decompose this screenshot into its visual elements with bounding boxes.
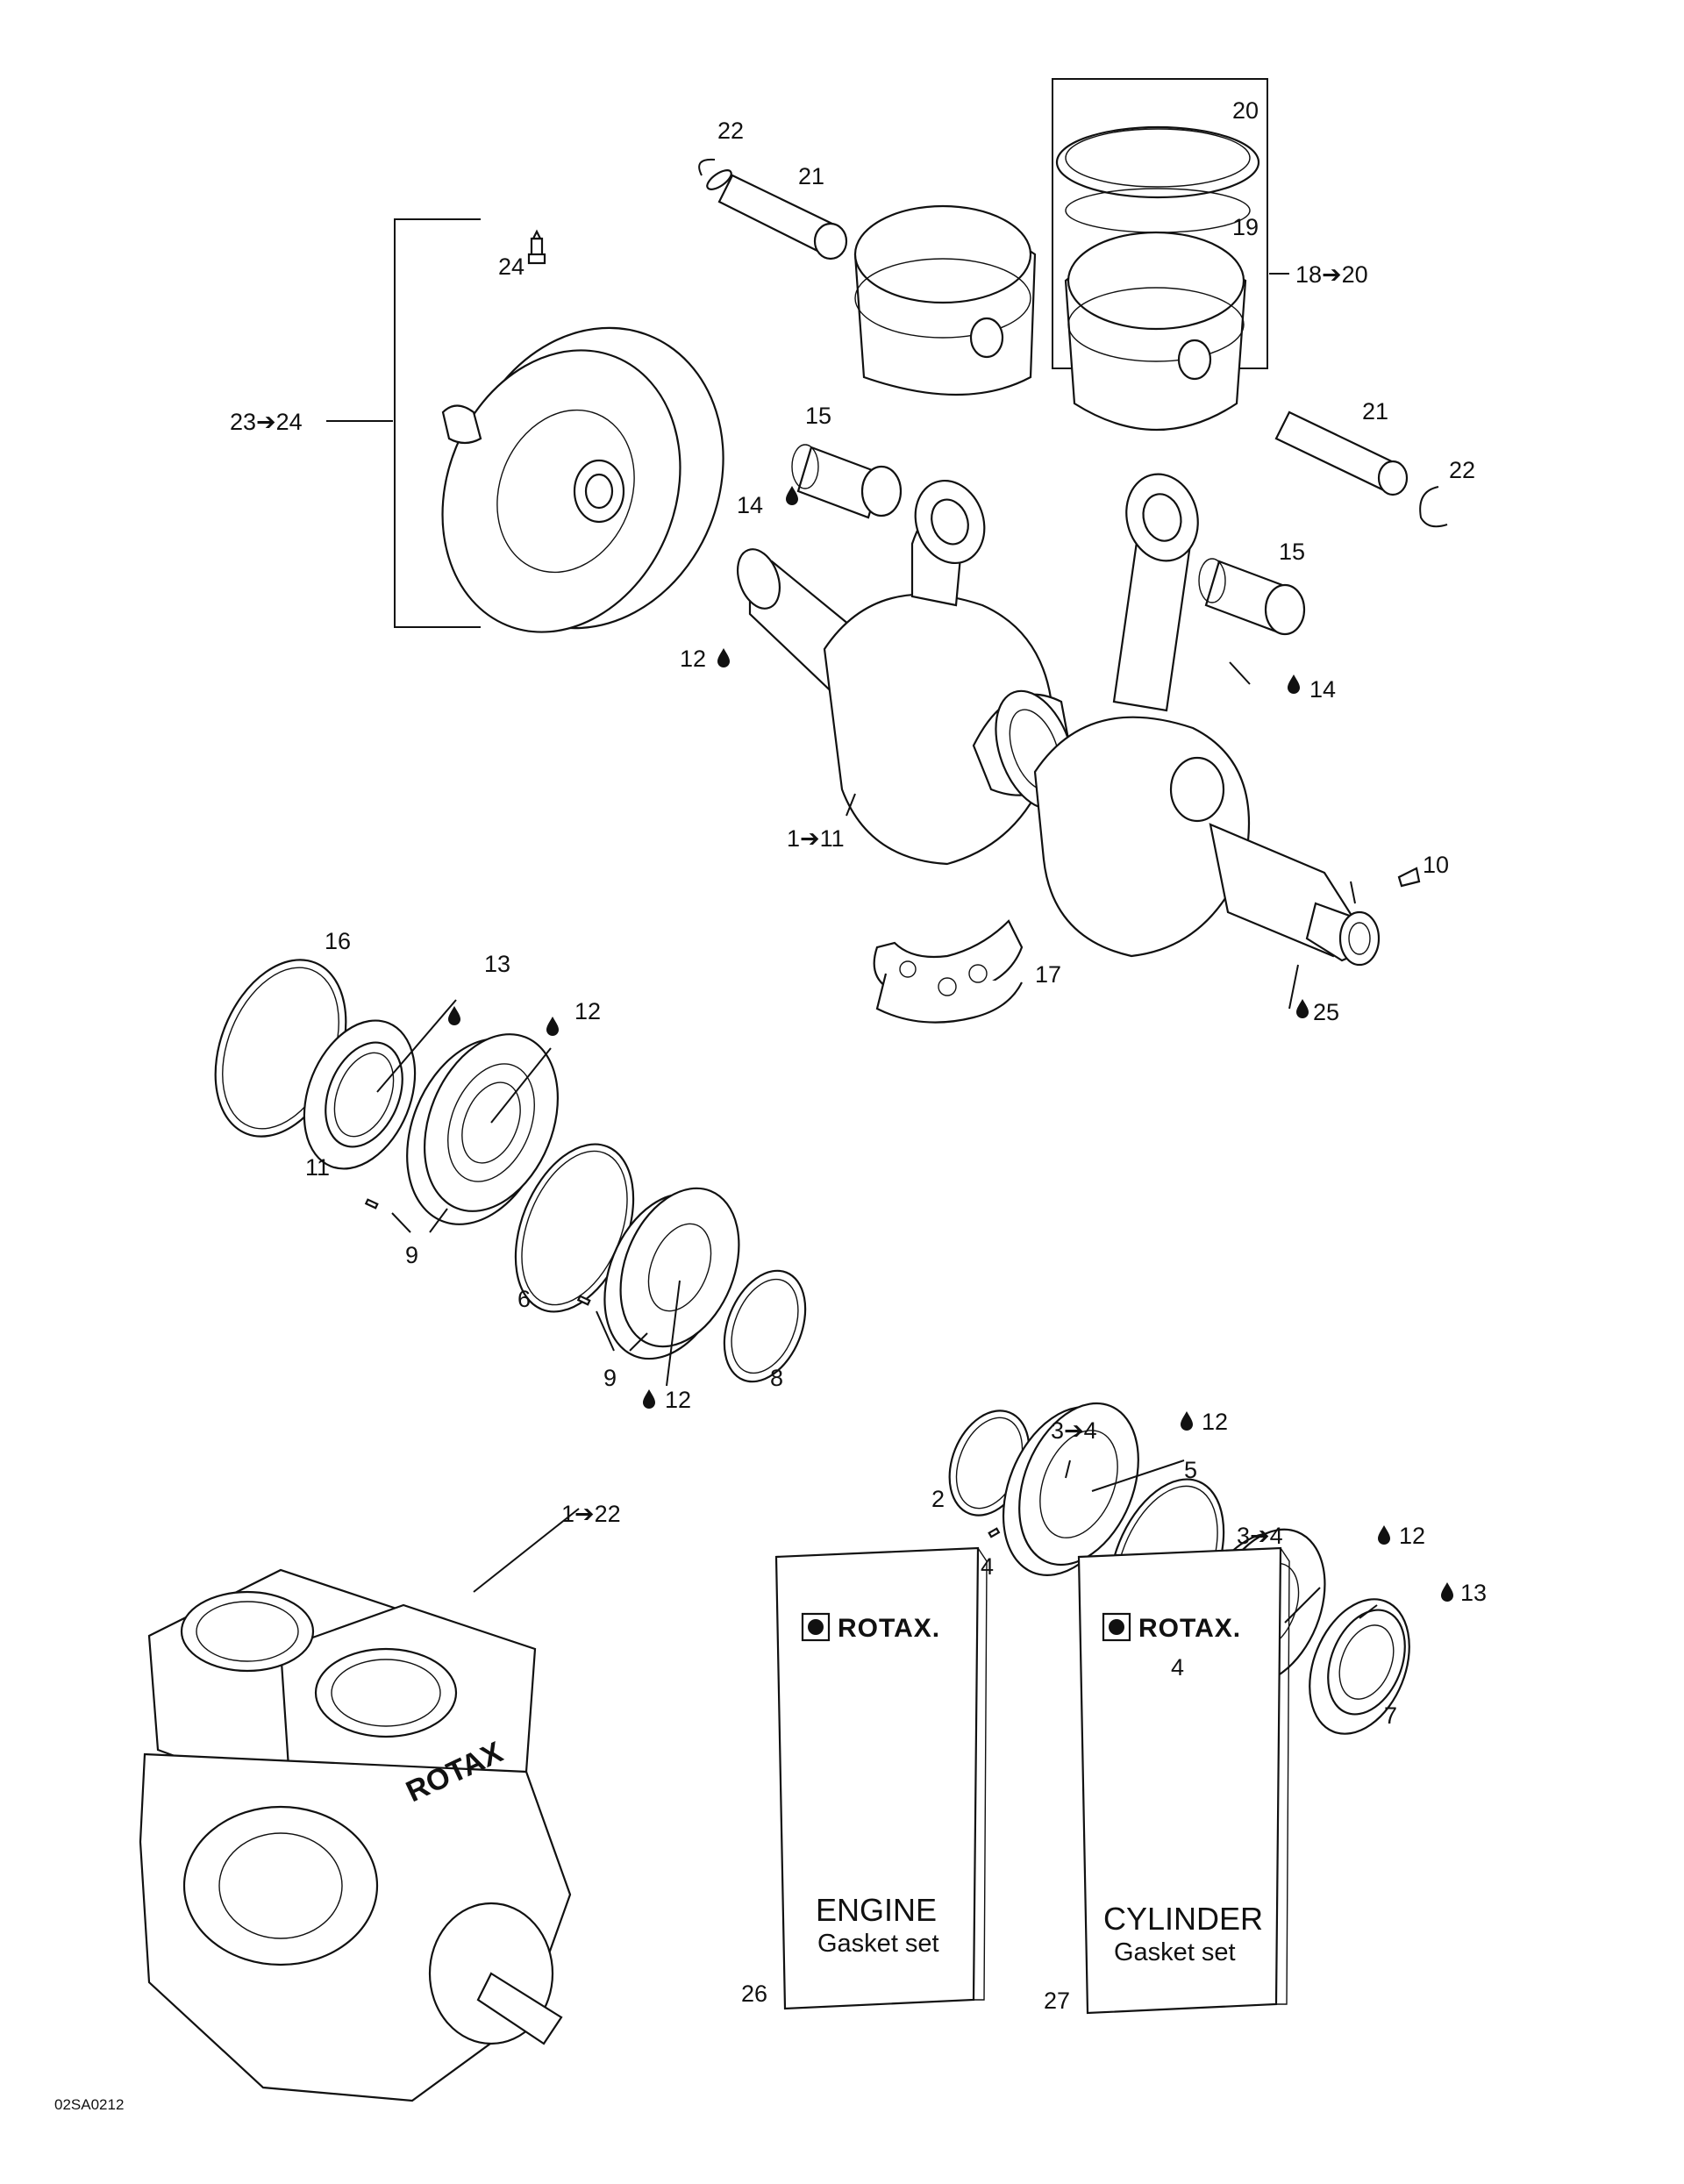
callout-label: 25 <box>1313 999 1339 1025</box>
needle-bearing-15b <box>1198 558 1306 636</box>
callout-label: 4 <box>1171 1654 1184 1681</box>
bearing-3-4a <box>1002 1402 1139 1576</box>
package-subtitle: Gasket set <box>817 1930 939 1958</box>
oil-drop-icon <box>1296 999 1309 1018</box>
ball-bearing-12b <box>603 1187 740 1360</box>
callout-label: 18➔20 <box>1295 261 1368 288</box>
callout-label: 11 <box>305 1154 330 1181</box>
oil-drop-icon <box>643 1389 655 1409</box>
callout-label: 9 <box>603 1365 617 1391</box>
callout-label: 3➔4 <box>1237 1523 1283 1549</box>
distance-ring-8 <box>723 1269 807 1383</box>
callout-label: 12 <box>665 1387 691 1413</box>
oil-seal-7 <box>1309 1598 1410 1735</box>
oil-seal-11 <box>303 1019 417 1170</box>
package-brand: ROTAX. <box>838 1614 940 1643</box>
oil-drop-icon <box>786 486 798 505</box>
package-title: CYLINDER <box>1103 1901 1263 1937</box>
package-text-engine: ROTAX. ENGINE Gasket set <box>816 1614 940 1958</box>
callout-label: 20 <box>1232 97 1259 124</box>
piston-kit-box <box>1052 78 1289 431</box>
callout-label: 12 <box>1399 1523 1425 1549</box>
callout-label: 5 <box>1184 1457 1197 1483</box>
callout-label: 19 <box>1232 214 1259 240</box>
figure-code: 02SA0212 <box>54 2096 124 2113</box>
oil-drop-icon <box>1181 1411 1193 1431</box>
piston-pin-21b <box>1274 410 1409 496</box>
callout-label: 21 <box>1362 398 1388 425</box>
callout-label: 13 <box>484 951 510 977</box>
callout-label: 6 <box>517 1286 531 1312</box>
callout-label: 17 <box>1035 961 1061 988</box>
callout-label: 1➔22 <box>561 1501 621 1527</box>
rotax-gear-icon <box>808 1619 824 1635</box>
callout-label: 23➔24 <box>230 409 303 435</box>
key-10 <box>1397 867 1421 888</box>
callout-label: 27 <box>1044 1988 1070 2014</box>
package-brand: ROTAX. <box>1138 1614 1241 1643</box>
needle-bearing-15a <box>791 444 903 519</box>
engine-assembly: ROTAX <box>139 1568 572 2102</box>
callout-label: 10 <box>1423 852 1449 878</box>
callout-label: 1➔11 <box>787 825 845 852</box>
callout-label: 3➔4 <box>1051 1417 1097 1444</box>
callout-label: 24 <box>498 253 524 280</box>
circlip-22a <box>698 158 716 176</box>
callout-label: 22 <box>717 118 744 144</box>
leader-lines <box>376 661 1378 1624</box>
package-subtitle: Gasket set <box>1114 1938 1236 1966</box>
callout-label: 2 <box>931 1486 945 1512</box>
callout-label: 14 <box>737 492 763 518</box>
callout-label: 12 <box>1202 1409 1228 1435</box>
oil-drop-icon <box>1288 674 1300 694</box>
callout-labels: 22 21 20 19 18➔20 24 23➔24 21 22 15 14 1… <box>230 97 1487 2014</box>
callout-label: 22 <box>1449 457 1475 483</box>
callout-label: 4 <box>981 1553 994 1580</box>
gasket-set-package-engine <box>774 1546 988 2010</box>
callout-label: 12 <box>574 998 601 1024</box>
piston-left <box>706 169 1037 396</box>
grease-fitting-24 <box>527 229 546 265</box>
gasket-set-package-cylinder <box>1077 1546 1290 2015</box>
oil-drop-icon <box>448 1006 460 1025</box>
callout-label: 7 <box>1384 1702 1397 1729</box>
circlip-22b <box>1419 486 1448 528</box>
oil-drop-icon <box>546 1017 559 1036</box>
drive-pulley-23-24 <box>326 218 724 633</box>
oil-drop-icon <box>1441 1582 1453 1602</box>
callout-label: 12 <box>680 646 706 672</box>
callout-label: 16 <box>325 928 351 954</box>
callout-label: 13 <box>1460 1580 1487 1606</box>
oil-drop-icon <box>1378 1525 1390 1545</box>
oil-drop-icon <box>717 648 730 667</box>
callout-label: 8 <box>770 1365 783 1391</box>
callout-label: 9 <box>405 1242 418 1268</box>
package-title: ENGINE <box>816 1892 937 1928</box>
bearing-shell-17 <box>873 919 1024 1024</box>
package-text-cylinder: ROTAX. CYLINDER Gasket set <box>1103 1614 1263 1966</box>
crankshaft-assembly <box>737 473 1381 967</box>
callout-label: 21 <box>798 163 824 189</box>
callout-label: 15 <box>805 403 831 429</box>
callout-label: 26 <box>741 1981 767 2007</box>
callout-label: 14 <box>1309 676 1336 703</box>
callout-label: 15 <box>1279 539 1305 565</box>
rotax-gear-icon <box>1109 1619 1124 1635</box>
dowel-pins-9 <box>364 1198 648 1352</box>
